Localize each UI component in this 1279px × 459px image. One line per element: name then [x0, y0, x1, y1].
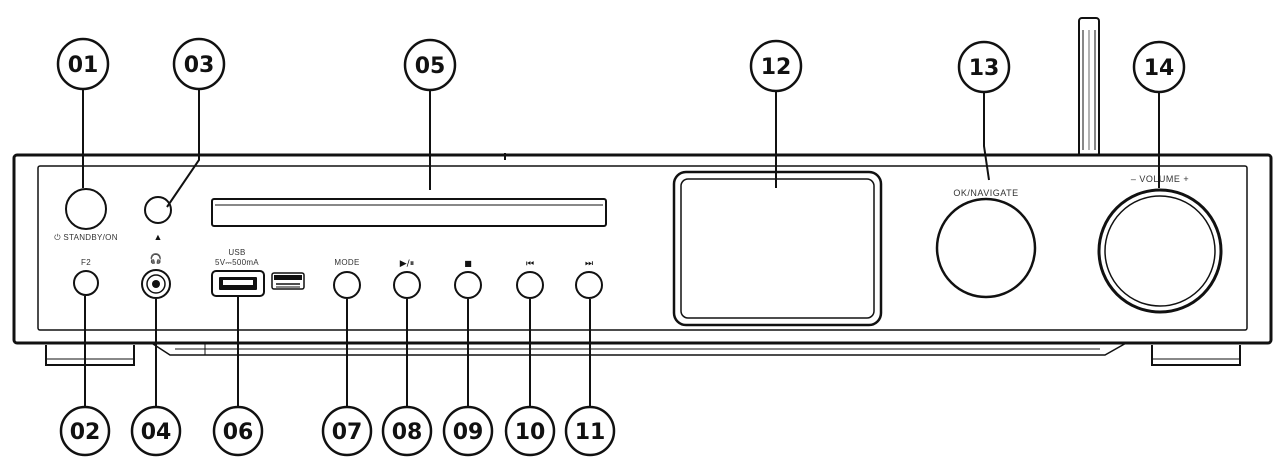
callout-01: 01	[56, 37, 110, 91]
callout-12-text: 12	[761, 55, 792, 80]
callout-10: 10	[504, 405, 556, 457]
callout-06-text: 06	[223, 420, 254, 445]
usb-logo-icon	[271, 272, 305, 290]
callout-09-text: 09	[453, 420, 484, 445]
callout-04-text: 04	[141, 420, 172, 445]
navigate-knob[interactable]	[935, 197, 1037, 299]
callout-04: 04	[130, 405, 182, 457]
disc-slot	[211, 198, 607, 227]
usb-port-icon[interactable]	[211, 270, 265, 297]
callout-07: 07	[321, 405, 373, 457]
callout-02-text: 02	[70, 420, 101, 445]
callout-10-text: 10	[515, 420, 546, 445]
front-panel	[12, 153, 1273, 345]
callout-05: 05	[403, 38, 457, 92]
callout-12: 12	[749, 39, 803, 93]
play-pause-icon: ▶/⏸	[400, 259, 414, 269]
callout-09: 09	[442, 405, 494, 457]
callout-14: 14	[1132, 40, 1186, 94]
callout-11: 11	[564, 405, 616, 457]
standby-button[interactable]	[65, 188, 107, 230]
device-feet	[45, 345, 1241, 366]
previous-button[interactable]	[516, 271, 544, 299]
stop-icon: ■	[464, 259, 472, 268]
antenna-icon	[1078, 17, 1100, 159]
callout-03: 03	[172, 37, 226, 91]
headphone-icon: 🎧	[150, 252, 162, 265]
callout-06: 06	[212, 405, 264, 457]
f2-button[interactable]	[73, 270, 99, 296]
headphone-jack-icon[interactable]	[141, 269, 171, 299]
mode-button[interactable]	[333, 271, 361, 299]
navigate-label: OK/NAVIGATE	[953, 188, 1018, 198]
callout-07-text: 07	[332, 420, 363, 445]
chassis-skirt	[149, 341, 1129, 356]
f2-label: F2	[81, 258, 91, 267]
next-button[interactable]	[575, 271, 603, 299]
callout-13-text: 13	[969, 56, 1000, 81]
callout-03-text: 03	[184, 53, 215, 78]
callout-05-text: 05	[415, 54, 446, 79]
callout-11-text: 11	[575, 420, 606, 445]
stop-button[interactable]	[454, 271, 482, 299]
usb-spec-label: 5V⎓500mA	[215, 258, 259, 267]
callout-01-text: 01	[68, 53, 99, 78]
eject-icon: ▲	[154, 232, 163, 242]
usb-title-label: USB	[228, 248, 245, 257]
play-pause-button[interactable]	[393, 271, 421, 299]
next-icon: ⏭	[585, 259, 593, 269]
callout-08: 08	[381, 405, 433, 457]
mode-label: MODE	[334, 258, 359, 267]
callout-14-text: 14	[1144, 56, 1175, 81]
display-screen	[672, 170, 883, 327]
standby-label: ⏻ STANDBY/ON	[54, 233, 118, 242]
callout-13: 13	[957, 40, 1011, 94]
callout-leader-lines	[82, 88, 1160, 410]
volume-knob[interactable]	[1097, 188, 1223, 314]
previous-icon: ⏮	[526, 259, 534, 269]
callout-08-text: 08	[392, 420, 423, 445]
eject-button[interactable]	[144, 196, 172, 224]
callout-02: 02	[59, 405, 111, 457]
